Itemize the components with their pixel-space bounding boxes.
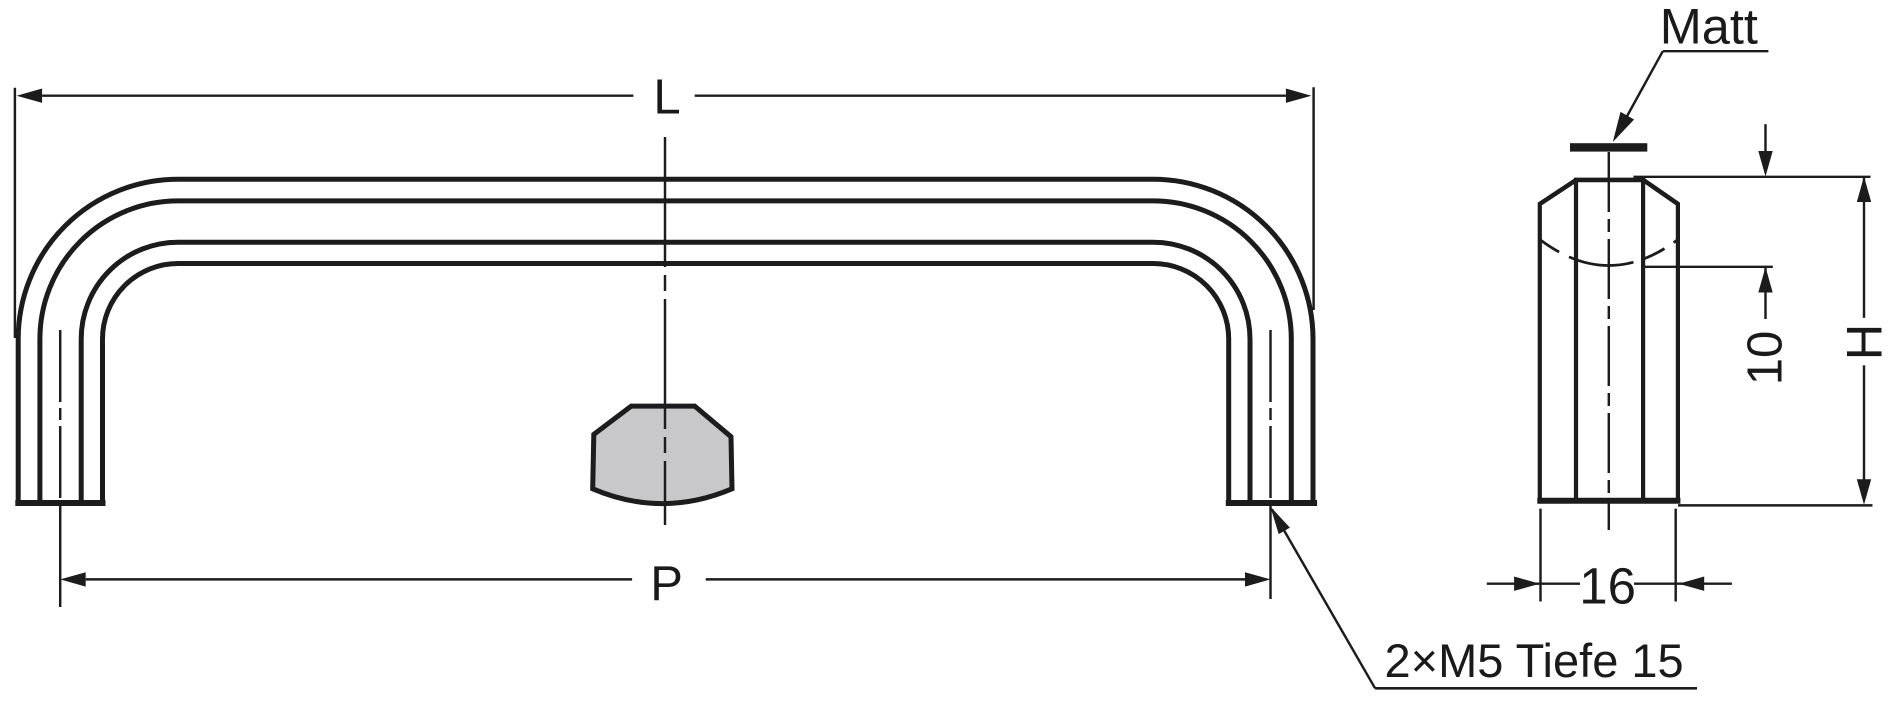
svg-text:2×M5 Tiefe 15: 2×M5 Tiefe 15	[1385, 634, 1684, 687]
svg-text:16: 16	[1579, 558, 1636, 615]
svg-text:10: 10	[1738, 331, 1792, 386]
svg-text:L: L	[653, 71, 680, 125]
svg-text:P: P	[650, 557, 683, 611]
svg-text:H: H	[1836, 324, 1892, 360]
svg-text:Matt: Matt	[1660, 0, 1758, 55]
